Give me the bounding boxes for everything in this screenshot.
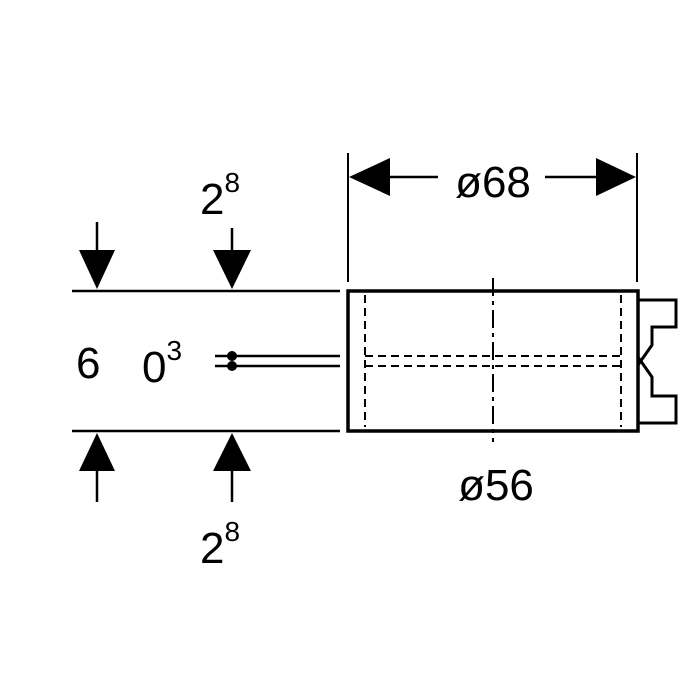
thickness-arrow-top: [213, 228, 251, 289]
bottom-thickness-label: 28: [200, 516, 240, 573]
bottom-thickness-sup: 8: [224, 516, 240, 547]
top-thickness-label: 28: [200, 167, 240, 224]
gap-base: 0: [142, 343, 166, 392]
gap-indicator: [215, 351, 340, 371]
height-label: 6: [76, 339, 100, 388]
thickness-arrow-bottom: [213, 433, 251, 502]
gap-label: 03: [142, 335, 182, 392]
side-connector: [636, 298, 678, 425]
bottom-thickness-base: 2: [200, 524, 224, 573]
outer-diameter-dimension: [347, 153, 638, 282]
height-arrow-top: [79, 222, 115, 289]
top-thickness-base: 2: [200, 175, 224, 224]
outer-diameter-label: ø68: [455, 158, 531, 207]
inner-diameter-label: ø56: [458, 461, 534, 510]
height-arrow-bottom: [79, 433, 115, 502]
top-thickness-sup: 8: [224, 167, 240, 198]
gap-sup: 3: [166, 335, 182, 366]
cylinder-body: [346, 278, 640, 442]
